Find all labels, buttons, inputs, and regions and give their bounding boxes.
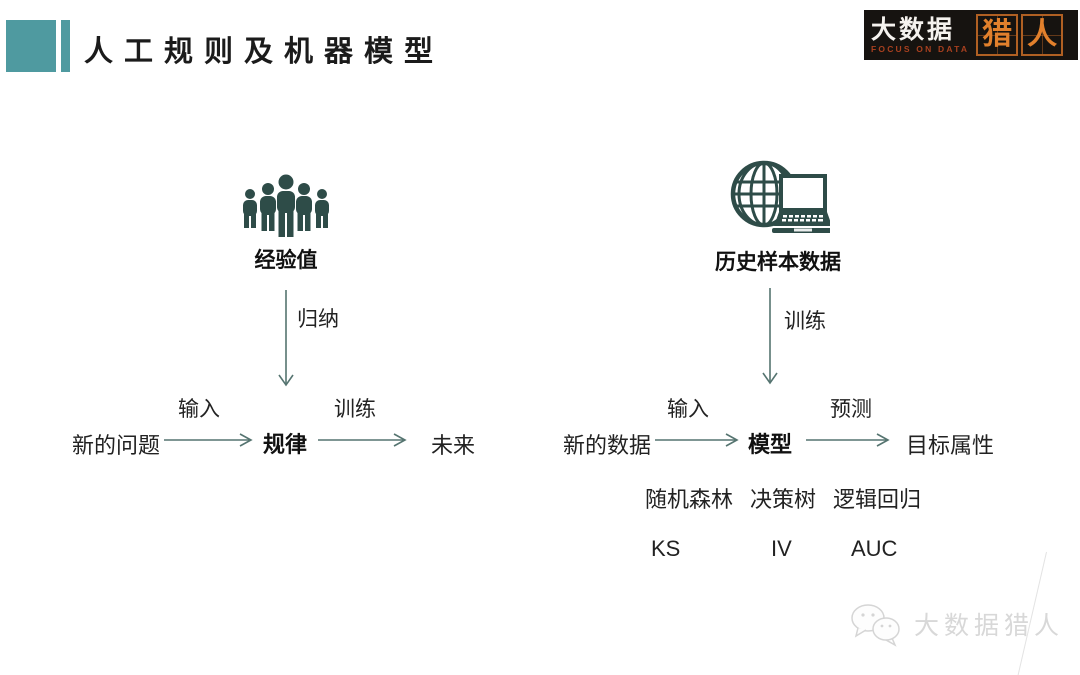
logo-main-text: 大数据 bbox=[871, 15, 956, 44]
right-flow-arrow-1 bbox=[655, 433, 739, 447]
globe-laptop-icon bbox=[730, 160, 830, 233]
watermark-text: 大数据猎人 bbox=[914, 612, 1065, 640]
left-flow-arrow-2 bbox=[318, 433, 407, 447]
grid-line-vertical bbox=[997, 16, 999, 54]
grid-line-vertical bbox=[1042, 16, 1044, 54]
title-accent-square bbox=[6, 20, 56, 72]
left-flow-arrow-2-label: 训练 bbox=[334, 398, 376, 421]
algorithm-item: 决策树 bbox=[750, 487, 817, 512]
logo-char-2: 人 bbox=[1027, 18, 1058, 51]
metric-ks: KS bbox=[651, 536, 681, 561]
algorithm-list: 随机森林 决策树 逻辑回归 bbox=[645, 482, 921, 514]
logo-grid-box-2: 人 bbox=[1021, 14, 1064, 56]
left-down-arrow bbox=[278, 290, 294, 387]
algorithm-item: 逻辑回归 bbox=[833, 487, 922, 512]
right-flow-arrow-2 bbox=[806, 433, 890, 447]
right-flow-arrow-2-label: 预测 bbox=[830, 398, 872, 421]
right-down-arrow-label: 训练 bbox=[784, 310, 826, 333]
right-flow-arrow-1-label: 输入 bbox=[667, 398, 709, 421]
left-flow-source: 新的问题 bbox=[72, 433, 161, 458]
wechat-icon bbox=[851, 604, 900, 647]
logo-tagline: FOCUS ON DATA bbox=[871, 43, 970, 54]
logo-char-1: 猎 bbox=[982, 18, 1013, 51]
algorithm-item: 随机森林 bbox=[645, 487, 734, 512]
left-flow-arrow-1-label: 输入 bbox=[178, 398, 220, 421]
right-flow-target: 目标属性 bbox=[906, 433, 995, 458]
left-flow-target: 未来 bbox=[431, 433, 476, 458]
title-accent-bar bbox=[61, 20, 70, 72]
right-flow-node: 模型 bbox=[748, 432, 793, 457]
right-flow-source: 新的数据 bbox=[563, 433, 652, 458]
left-icon-label: 经验值 bbox=[254, 249, 318, 272]
people-group-icon bbox=[243, 174, 329, 237]
page-title: 人工规则及机器模型 bbox=[84, 36, 445, 68]
logo-grid-box-1: 猎 bbox=[976, 14, 1019, 56]
left-flow-node: 规律 bbox=[263, 432, 308, 457]
metric-auc: AUC bbox=[851, 536, 898, 561]
brand-logo: 大数据 FOCUS ON DATA 猎 人 bbox=[864, 10, 1078, 60]
metric-iv: IV bbox=[771, 536, 792, 561]
right-icon-label: 历史样本数据 bbox=[715, 251, 841, 274]
watermark: 大数据猎人 bbox=[848, 600, 1064, 648]
left-flow-arrow-1 bbox=[164, 433, 253, 447]
logo-text-block: 大数据 FOCUS ON DATA bbox=[871, 15, 970, 54]
left-down-arrow-label: 归纳 bbox=[297, 308, 339, 331]
right-down-arrow bbox=[762, 288, 778, 385]
